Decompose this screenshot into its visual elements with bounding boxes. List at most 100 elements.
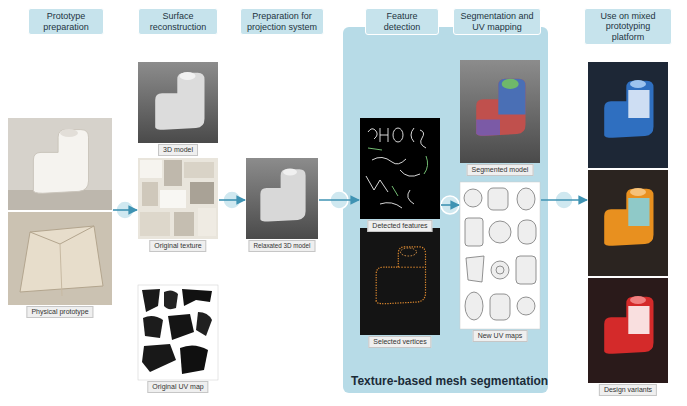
figure-panel: Physical prototype bbox=[8, 118, 112, 318]
original-uv-map bbox=[138, 285, 218, 380]
selected-vertices-image bbox=[401, 248, 417, 256]
physical-prototype-photo bbox=[8, 190, 112, 210]
stage-title: Preparation for projection system bbox=[245, 11, 319, 32]
relaxated-3d-model-render bbox=[283, 169, 297, 176]
new-uv-maps-image bbox=[465, 292, 483, 320]
design-variant-renders bbox=[588, 170, 668, 276]
new-uv-maps-image bbox=[490, 294, 510, 320]
physical-prototype-photo bbox=[8, 118, 112, 210]
flow-step bbox=[441, 196, 459, 214]
stage-header: Prototype preparation bbox=[28, 8, 104, 35]
physical-prototype-photo bbox=[60, 129, 78, 137]
design-variant-renders bbox=[628, 90, 649, 118]
design-variant-renders bbox=[588, 62, 668, 383]
detected-features-image bbox=[400, 170, 420, 176]
detected-features-image bbox=[411, 128, 414, 142]
stage-header: Surface reconstruction bbox=[138, 8, 218, 35]
original-texture bbox=[184, 162, 214, 178]
original-uv-map bbox=[182, 289, 212, 306]
original-uv-map bbox=[164, 290, 178, 309]
original-uv-map bbox=[143, 316, 163, 338]
segmented-model-render bbox=[460, 60, 540, 163]
new-uv-maps-image bbox=[464, 189, 482, 207]
original-uv-map bbox=[168, 314, 194, 340]
stage-title: Feature detection bbox=[370, 11, 434, 32]
segmented-model-render bbox=[502, 79, 519, 89]
segmentation-panel-ground bbox=[343, 27, 548, 393]
selected-vertices-image bbox=[398, 267, 425, 268]
new-uv-maps-image bbox=[518, 220, 536, 244]
flow-arrow bbox=[441, 204, 459, 206]
detected-features-image bbox=[368, 129, 377, 139]
stage-title: Use on mixed prototyping platform bbox=[589, 11, 667, 42]
stage-title: Surface reconstruction bbox=[143, 11, 213, 32]
physical-prototype-photo bbox=[8, 118, 112, 305]
figure-caption: Original texture bbox=[149, 240, 206, 252]
figure-panel: 3D model bbox=[138, 62, 218, 156]
new-uv-maps-image bbox=[496, 266, 504, 274]
figure-caption: Segmented model bbox=[467, 164, 534, 176]
segmented-model-render bbox=[476, 120, 500, 136]
flow-step bbox=[219, 191, 245, 209]
new-uv-maps-image bbox=[516, 256, 536, 284]
new-uv-maps-image bbox=[517, 297, 535, 315]
stage-header: Feature detection bbox=[365, 8, 439, 35]
detected-features-image bbox=[424, 156, 428, 174]
original-texture bbox=[160, 190, 186, 208]
figure-panel: Relaxated 3D model bbox=[246, 158, 318, 252]
original-uv-map bbox=[138, 285, 218, 380]
new-uv-maps-image bbox=[465, 218, 483, 246]
detected-features-image bbox=[368, 148, 428, 196]
detected-features-image bbox=[380, 128, 388, 142]
figure-panel: Selected vertices bbox=[360, 228, 440, 348]
flow-arrow bbox=[541, 199, 587, 201]
detected-features-image bbox=[366, 128, 426, 208]
design-variant-renders bbox=[630, 296, 646, 304]
detected-features-image bbox=[360, 118, 440, 219]
stage-title: Prototype preparation bbox=[33, 11, 99, 32]
detected-features-image bbox=[393, 128, 403, 142]
original-uv-map bbox=[180, 345, 208, 374]
detected-features-image bbox=[380, 203, 402, 208]
stage-header: Use on mixed prototyping platform bbox=[584, 8, 672, 45]
segmentation-panel-ground bbox=[343, 27, 548, 393]
physical-prototype-photo bbox=[33, 130, 88, 194]
design-variant-renders bbox=[628, 306, 649, 334]
design-variant-renders bbox=[630, 188, 646, 196]
physical-prototype-photo bbox=[30, 226, 94, 244]
design-variant-renders bbox=[630, 80, 646, 88]
segmented-model-render bbox=[476, 79, 525, 136]
figure-caption: Detected features bbox=[367, 220, 432, 232]
flow-step bbox=[541, 191, 587, 209]
figure-panel: Segmented model bbox=[460, 60, 540, 176]
figure-panel: Original texture bbox=[138, 158, 218, 252]
original-texture bbox=[138, 158, 218, 239]
design-variant-renders bbox=[588, 62, 668, 168]
original-texture bbox=[174, 212, 194, 236]
figure-caption: Selected vertices bbox=[368, 336, 431, 348]
segmented-model-render bbox=[498, 79, 525, 115]
design-variant-renders bbox=[628, 198, 649, 226]
flow-arrow bbox=[219, 199, 245, 201]
relaxated-3d-model-render bbox=[246, 158, 318, 239]
original-texture bbox=[198, 208, 216, 236]
original-uv-map bbox=[196, 312, 212, 336]
flow-arrow bbox=[319, 199, 359, 201]
figure-caption: Relaxated 3D model bbox=[248, 240, 315, 252]
design-variant-renders bbox=[588, 278, 668, 383]
new-uv-maps-image bbox=[491, 261, 509, 279]
stage-header: Preparation for projection system bbox=[240, 8, 324, 35]
original-uv-map bbox=[142, 344, 176, 372]
figure-panel: Original UV map bbox=[138, 285, 218, 393]
flow-step bbox=[319, 191, 359, 209]
original-texture bbox=[140, 160, 162, 178]
figure-panel: New UV maps bbox=[460, 182, 540, 342]
selected-vertices-image bbox=[376, 247, 425, 304]
figure-panel: Detected features bbox=[360, 118, 440, 232]
arrow-circle bbox=[441, 196, 459, 214]
3d-model-render bbox=[138, 62, 218, 143]
relaxated-3d-model-render bbox=[246, 158, 318, 239]
figure-caption: 3D model bbox=[158, 144, 198, 156]
figure-caption: Design variants bbox=[599, 384, 657, 396]
